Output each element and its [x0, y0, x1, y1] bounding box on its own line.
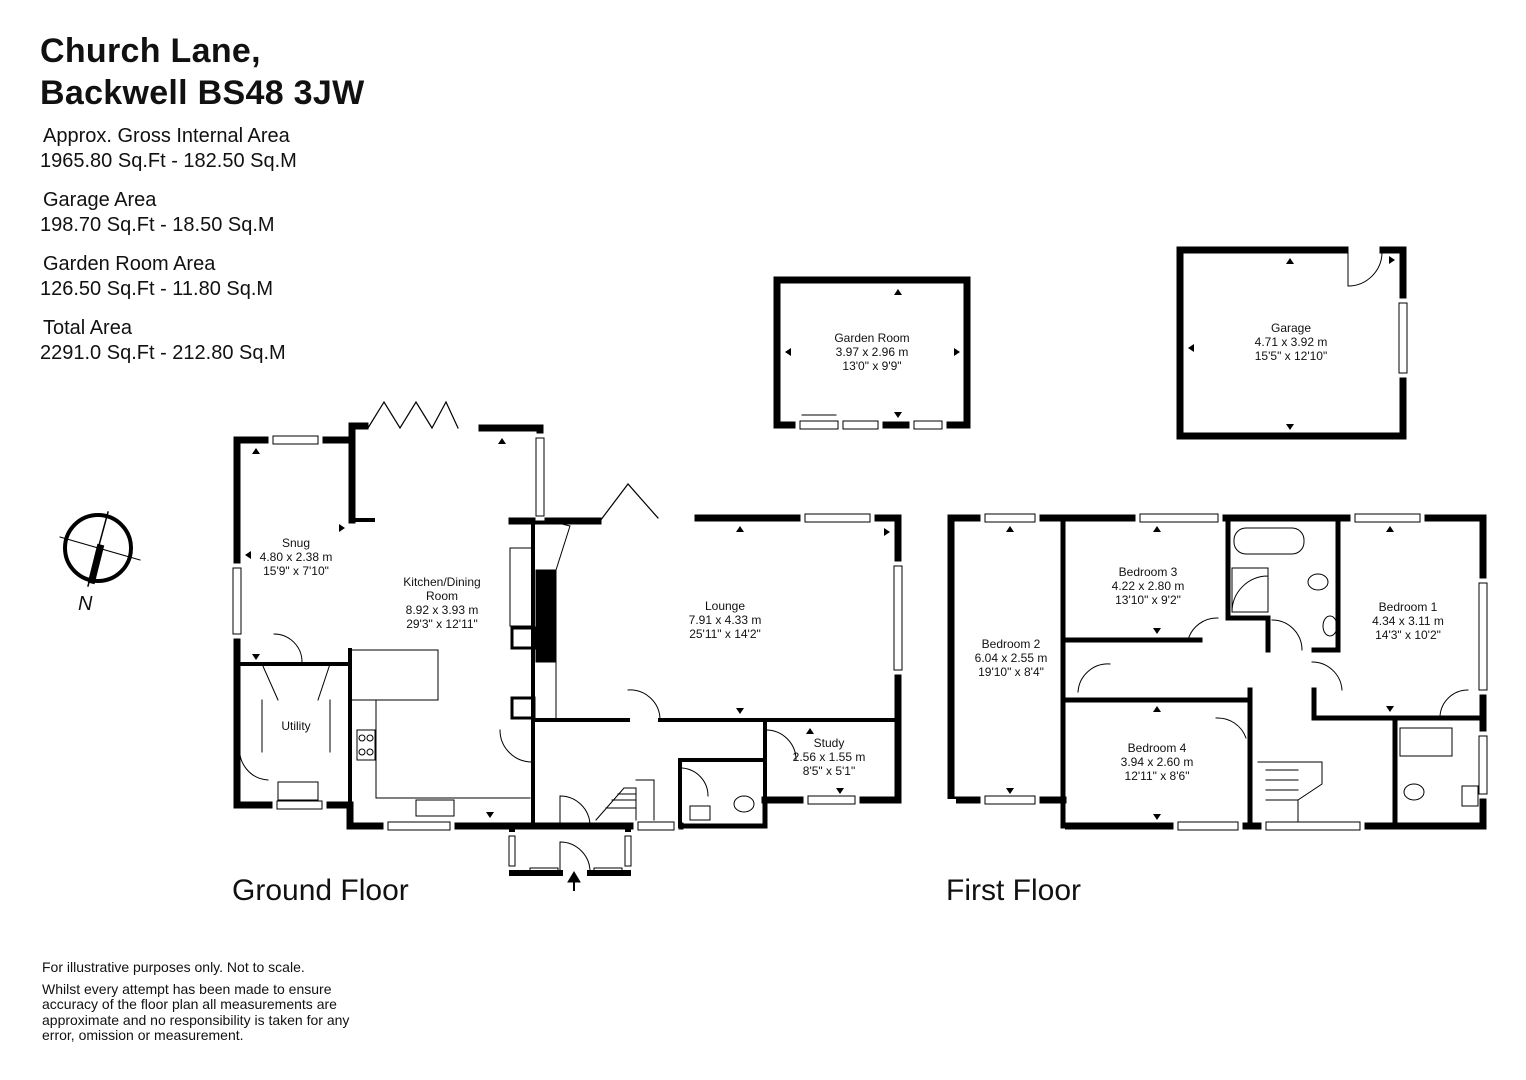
- area-garage: Garage Area 198.70 Sq.Ft - 18.50 Sq.M: [40, 188, 297, 238]
- room-bedroom2-metric: 6.04 x 2.55 m: [975, 651, 1048, 665]
- first-floor-plan: [946, 513, 1488, 831]
- room-garage-metric: 4.71 x 3.92 m: [1255, 335, 1328, 349]
- room-bedroom1-metric: 4.34 x 3.11 m: [1372, 614, 1444, 628]
- area-label: Garden Room Area: [43, 253, 216, 275]
- compass-north-label: N: [78, 593, 93, 615]
- ground-floor-plan: [232, 400, 903, 891]
- room-garden-name: Garden Room: [834, 331, 909, 345]
- first-floor-label: First Floor: [946, 874, 1081, 907]
- area-label: Approx. Gross Internal Area: [43, 125, 290, 147]
- area-garden-room: Garden Room Area 126.50 Sq.Ft - 11.80 Sq…: [40, 252, 297, 302]
- area-value: 2291.0 Sq.Ft - 212.80 Sq.M: [40, 342, 286, 364]
- room-kitchen-name: Kitchen/Dining: [403, 575, 480, 589]
- title-line-1: Church Lane,: [40, 32, 261, 70]
- garage-outline: [1176, 246, 1408, 440]
- room-garage-name: Garage: [1271, 321, 1311, 335]
- room-bedroom1-imperial: 14'3" x 10'2": [1375, 628, 1441, 642]
- room-bedroom4-imperial: 12'11" x 8'6": [1125, 769, 1190, 783]
- room-bedroom3-name: Bedroom 3: [1119, 565, 1178, 579]
- area-summary: Approx. Gross Internal Area 1965.80 Sq.F…: [40, 124, 297, 380]
- room-snug-metric: 4.80 x 2.38 m: [260, 550, 333, 564]
- room-lounge-name: Lounge: [705, 599, 745, 613]
- room-bedroom2-imperial: 19'10" x 8'4": [978, 665, 1044, 679]
- room-kitchen-metric: 8.92 x 3.93 m: [406, 603, 479, 617]
- room-bedroom4-name: Bedroom 4: [1128, 741, 1187, 755]
- dimension-ticks: [245, 256, 1395, 820]
- property-title: Church Lane, Backwell BS48 3JW: [40, 30, 364, 114]
- room-study-name: Study: [814, 736, 845, 750]
- room-lounge-metric: 7.91 x 4.33 m: [689, 613, 762, 627]
- room-garage-imperial: 15'5" x 12'10": [1255, 349, 1328, 363]
- area-value: 1965.80 Sq.Ft - 182.50 Sq.M: [40, 150, 297, 172]
- area-label: Garage Area: [43, 189, 157, 211]
- garden-room-outline: [773, 276, 971, 430]
- room-bedroom3-imperial: 13'10" x 9'2": [1115, 593, 1181, 607]
- disclaimer: For illustrative purposes only. Not to s…: [42, 959, 372, 1044]
- room-bedroom2-name: Bedroom 2: [982, 637, 1041, 651]
- ground-floor-label: Ground Floor: [232, 874, 409, 907]
- room-study-imperial: 8'5" x 5'1": [803, 764, 855, 778]
- room-labels: Snug 4.80 x 2.38 m 15'9" x 7'10" Kitchen…: [78, 321, 1444, 783]
- room-kitchen-imperial: 29'3" x 12'11": [406, 617, 478, 631]
- room-bedroom1-name: Bedroom 1: [1379, 600, 1438, 614]
- room-kitchen-name-2: Room: [426, 589, 458, 603]
- area-label: Total Area: [43, 317, 132, 339]
- room-bedroom3-metric: 4.22 x 2.80 m: [1112, 579, 1185, 593]
- area-value: 126.50 Sq.Ft - 11.80 Sq.M: [40, 278, 274, 300]
- room-garden-imperial: 13'0" x 9'9": [842, 359, 901, 373]
- room-bedroom4-metric: 3.94 x 2.60 m: [1121, 755, 1194, 769]
- disclaimer-line-1: For illustrative purposes only. Not to s…: [42, 959, 305, 975]
- room-lounge-imperial: 25'11" x 14'2": [689, 627, 761, 641]
- room-snug-imperial: 15'9" x 7'10": [263, 564, 329, 578]
- disclaimer-line-2: Whilst every attempt has been made to en…: [42, 980, 350, 1043]
- room-utility-name: Utility: [281, 719, 310, 733]
- area-value: 198.70 Sq.Ft - 18.50 Sq.M: [40, 214, 275, 236]
- compass-icon: [59, 511, 141, 587]
- title-line-2: Backwell BS48 3JW: [40, 74, 365, 112]
- room-study-metric: 2.56 x 1.55 m: [793, 750, 866, 764]
- area-gross-internal: Approx. Gross Internal Area 1965.80 Sq.F…: [40, 124, 297, 174]
- room-snug-name: Snug: [282, 536, 310, 550]
- room-garden-metric: 3.97 x 2.96 m: [836, 345, 909, 359]
- area-total: Total Area 2291.0 Sq.Ft - 212.80 Sq.M: [40, 316, 297, 366]
